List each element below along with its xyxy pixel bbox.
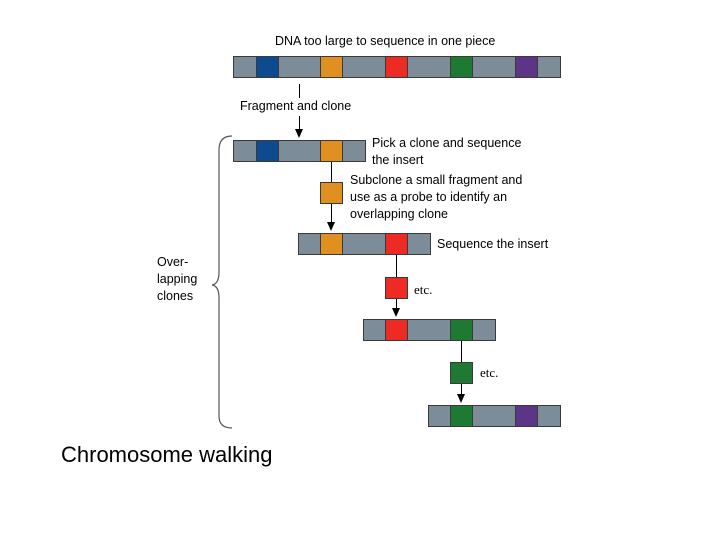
arrow-head: [392, 308, 400, 317]
arrow-head: [457, 394, 465, 403]
green-probe: [450, 362, 473, 384]
subclone-label: Subclone a small fragment and use as a p…: [350, 173, 523, 221]
green-segment: [450, 319, 473, 341]
red-segment: [385, 56, 408, 78]
pick-clone-label: Pick a clone and sequence the insert: [372, 136, 522, 167]
connector-line: [461, 341, 462, 362]
orange-segment: [320, 233, 343, 255]
sequence-insert-label: Sequence the insert: [437, 237, 549, 251]
overlapping-clones-label: Over- lapping clones: [157, 255, 198, 303]
orange-segment: [320, 140, 343, 162]
blue-segment: [256, 140, 279, 162]
purple-segment: [515, 405, 538, 427]
red-segment: [385, 233, 408, 255]
arrow-head: [295, 129, 303, 138]
connector-line: [299, 116, 300, 130]
green-segment: [450, 56, 473, 78]
etc-label-1: etc.: [414, 282, 433, 297]
connector-line: [396, 299, 397, 309]
red-probe: [385, 277, 408, 299]
orange-segment: [320, 56, 343, 78]
fragment-and-clone-label: Fragment and clone: [240, 99, 352, 113]
red-segment: [385, 319, 408, 341]
blue-segment: [256, 56, 279, 78]
etc-label-2: etc.: [480, 365, 499, 380]
connector-line: [396, 255, 397, 277]
orange-probe: [320, 182, 343, 204]
green-segment: [450, 405, 473, 427]
connector-line: [461, 384, 462, 395]
connector-line: [331, 204, 332, 223]
diagram-title: DNA too large to sequence in one piece: [275, 34, 496, 48]
connector-line: [299, 84, 300, 98]
connector-line: [331, 162, 332, 182]
arrow-head: [327, 222, 335, 231]
purple-segment: [515, 56, 538, 78]
caption: Chromosome walking: [61, 442, 273, 467]
